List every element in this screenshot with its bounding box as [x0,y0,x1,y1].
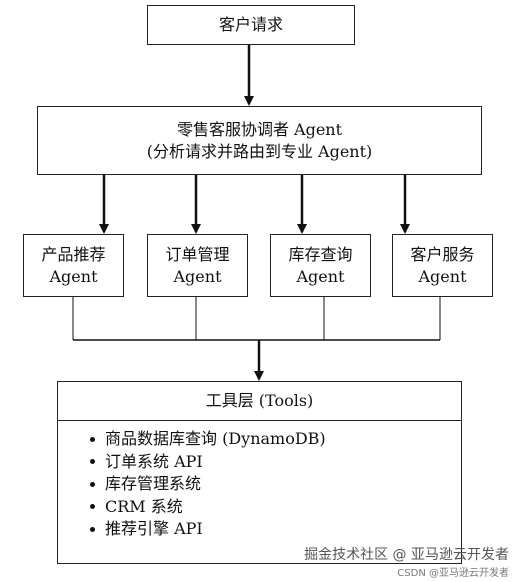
list-item: 库存管理系统 [90,473,326,496]
tools-list: 商品数据库查询 (DynamoDB) 订单系统 API 库存管理系统 CRM 系… [90,428,326,541]
agent-suffix: Agent [296,266,345,286]
watermark: 掘金技术社区 @ 亚马逊云开发者 [304,547,509,563]
agent-name: 库存查询 [288,244,353,264]
list-item: 推荐引擎 API [90,518,326,541]
bullet-icon [90,481,95,487]
list-item: 商品数据库查询 (DynamoDB) [90,428,326,451]
tools-layer-header: 工具层 (Tools) [57,381,462,421]
watermark-sub: CSDN @亚马逊云开发者 [397,568,509,579]
agent-name: 产品推荐 [41,244,106,264]
coordinator-title: 零售客服协调者 Agent [176,119,343,139]
agent-suffix: Agent [418,266,467,286]
coordinator-subtitle: (分析请求并路由到专业 Agent) [146,141,373,161]
bullet-icon [90,436,95,442]
agent-suffix: Agent [49,266,98,286]
agent-suffix: Agent [173,266,222,286]
order-management-agent-box: 订单管理 Agent [147,234,248,297]
agent-name: 客户服务 [410,244,475,264]
bullet-icon [90,459,95,465]
coordinator-agent-box: 零售客服协调者 Agent (分析请求并路由到专业 Agent) [37,106,482,175]
agent-name: 订单管理 [165,244,230,264]
tools-layer-title: 工具层 (Tools) [205,391,314,410]
tool-item-label: 订单系统 API [105,451,203,471]
bullet-icon [90,504,95,510]
product-recommendation-agent-box: 产品推荐 Agent [23,234,124,297]
client-request-box: 客户请求 [147,5,355,45]
tool-item-label: CRM 系统 [105,496,183,516]
bullet-icon [90,526,95,532]
client-request-label: 客户请求 [218,15,283,34]
inventory-query-agent-box: 库存查询 Agent [270,234,371,297]
list-item: CRM 系统 [90,496,326,519]
tool-item-label: 商品数据库查询 (DynamoDB) [105,429,326,448]
list-item: 订单系统 API [90,451,326,474]
tool-item-label: 推荐引擎 API [105,519,203,538]
customer-service-agent-box: 客户服务 Agent [392,234,493,297]
tool-item-label: 库存管理系统 [105,474,202,493]
